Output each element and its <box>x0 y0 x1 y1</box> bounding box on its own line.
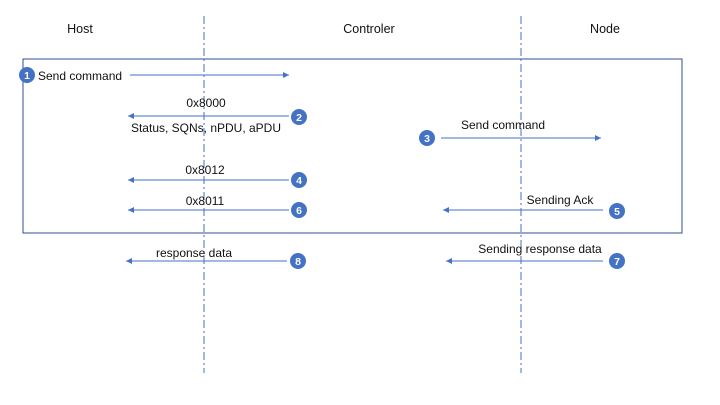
step-2-label: 0x8000 <box>186 96 226 110</box>
lane-header-host: Host <box>67 22 93 36</box>
step-7: Sending response data 7 <box>446 242 625 269</box>
step-7-number: 7 <box>614 256 620 268</box>
numbered-circle-icon <box>290 253 306 269</box>
lane-header-controller: Controler <box>343 22 394 36</box>
step-7-label: Sending response data <box>478 242 602 256</box>
step-6-number: 6 <box>296 205 302 217</box>
step-8-number: 8 <box>295 256 301 268</box>
numbered-circle-icon <box>609 253 625 269</box>
numbered-circle-icon <box>291 202 307 218</box>
step-6-label: 0x8011 <box>186 194 225 208</box>
lane-header-node: Node <box>590 22 620 36</box>
sequence-frame <box>22 58 683 234</box>
step-8-label: response data <box>156 246 232 260</box>
step-1-label: Send command <box>38 69 122 83</box>
numbered-circle-icon <box>291 109 307 125</box>
step-4-number: 4 <box>296 175 302 187</box>
step-2-sublabel: Status, SQNs, nPDU, aPDU <box>131 121 281 135</box>
step-1-number: 1 <box>24 70 30 82</box>
step-4: 0x8012 4 <box>128 163 307 188</box>
step-3-label: Send command <box>461 118 545 132</box>
numbered-circle-icon <box>609 203 625 219</box>
step-5-number: 5 <box>614 206 620 218</box>
numbered-circle-icon <box>19 67 35 83</box>
step-2-number: 2 <box>296 112 302 124</box>
step-6: 0x8011 6 <box>128 194 307 218</box>
numbered-circle-icon <box>291 172 307 188</box>
numbered-circle-icon <box>419 130 435 146</box>
step-5-label: Sending Ack <box>527 193 595 207</box>
step-2: 0x8000 Status, SQNs, nPDU, aPDU 2 <box>128 96 307 135</box>
step-3-number: 3 <box>424 133 430 145</box>
step-1: 1 Send command <box>19 67 289 83</box>
step-3: 3 Send command <box>419 118 601 146</box>
step-4-label: 0x8012 <box>185 163 225 177</box>
step-8: response data 8 <box>126 246 306 269</box>
step-5: Sending Ack 5 <box>443 193 625 219</box>
